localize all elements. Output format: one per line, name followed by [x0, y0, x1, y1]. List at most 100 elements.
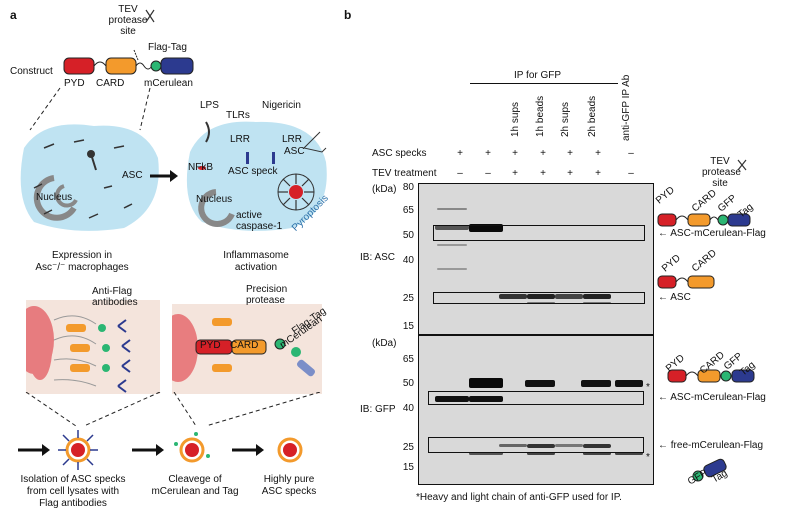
- flag-tag-label: Flag-Tag: [148, 42, 187, 53]
- tev-lane4: +: [540, 168, 546, 179]
- blot1-band-lane1-38: [437, 268, 467, 270]
- nigericin-label: Nigericin: [262, 100, 301, 111]
- marker2-50: 50: [402, 378, 414, 389]
- step1-l1: Isolation of ASC specks: [20, 474, 126, 485]
- blot1-arrow-asc-mcerulean: ← ASC-mCerulean-Flag: [658, 228, 766, 239]
- asc-label-2: ASC: [284, 146, 305, 157]
- zoom-pyd-label: PYD: [200, 340, 221, 351]
- tev-lane2: –: [485, 168, 491, 179]
- legend-full-construct: [657, 213, 751, 227]
- cell1-asc-label: ASC: [122, 170, 143, 181]
- legend-free-gfp-tag: [692, 458, 727, 482]
- zoom-lines: [29, 87, 151, 131]
- blot-gfp: [418, 335, 654, 485]
- precision-l1: Precision: [246, 284, 288, 295]
- tev-site-l3: site: [120, 26, 136, 37]
- tev-site-label: TEV protease site: [108, 4, 148, 37]
- pyd-domain: [63, 57, 95, 75]
- asc-specks-lane5: +: [567, 148, 573, 159]
- panel-b-letter: b: [344, 8, 352, 22]
- anti-flag-l2: antibodies: [92, 297, 138, 308]
- footnote: *Heavy and light chain of anti-GFP used …: [416, 492, 622, 503]
- lane-label-2h-beads: 2h beads: [587, 95, 598, 137]
- marker-50: 50: [402, 230, 414, 241]
- speck-zoom-antibody: [26, 300, 160, 394]
- blot2-box-asc-mcerulean: [428, 391, 644, 405]
- legend-tev-site: TEV protease site: [702, 156, 741, 189]
- kda-label-1: (kDa): [372, 184, 397, 195]
- blot2-band-lane4-27: [527, 444, 555, 448]
- blot2-band-lane4-50: [525, 380, 555, 387]
- blot1-band-lane3-25: [499, 294, 527, 299]
- lane-label-anti-gfp: anti-GFP IP Ab: [621, 74, 632, 141]
- anti-flag-label: Anti-Flag antibodies: [92, 286, 138, 308]
- speck-zoom-lines: [25, 392, 321, 427]
- lrr-label-2: LRR: [282, 134, 303, 145]
- speck-zoom-protease: [172, 304, 322, 394]
- precision-l2: protease: [246, 295, 285, 306]
- caption-inflammasome: Inflammasome activation: [196, 250, 316, 274]
- construct-label: Construct: [10, 66, 53, 77]
- tev-lane5: +: [567, 168, 573, 179]
- tev-lane7: –: [628, 168, 634, 179]
- tev-lane6: +: [595, 168, 601, 179]
- kda-label-2: (kDa): [372, 338, 397, 349]
- blot2-band-lane7-50: [615, 380, 643, 387]
- blot1-band-lane1-50: [435, 225, 469, 230]
- active-caspase-l1: active: [236, 210, 263, 221]
- arrow-right-icon: [150, 170, 178, 182]
- nucleus-label-2: Nucleus: [196, 194, 233, 205]
- blot2-band-lane3-27: [499, 444, 527, 447]
- ib-asc-label: IB: ASC: [360, 252, 396, 263]
- asc-specks-lane3: +: [512, 148, 518, 159]
- blot2-band-lane6-50: [581, 380, 611, 387]
- legend-scissors-icon: [737, 159, 747, 171]
- blot1-box-asc: [433, 292, 645, 304]
- card-domain: [105, 57, 137, 75]
- asc-specks-lane4: +: [540, 148, 546, 159]
- blot2-box-free-mcerulean: [428, 437, 644, 453]
- blot1-band-lane4-25: [527, 294, 555, 299]
- marker2-25: 25: [402, 442, 414, 453]
- marker-65: 65: [402, 205, 414, 216]
- blot-asc: [418, 183, 654, 335]
- blot1-band-lane1-45: [437, 244, 467, 246]
- step2-l1: Cleavege of: [168, 474, 222, 485]
- asc-specks-lane7: –: [628, 148, 634, 159]
- blot1-arrow2-text: ASC: [670, 292, 691, 303]
- tev-site-l1: TEV: [118, 4, 138, 15]
- construct-pyd-label: PYD: [64, 78, 85, 89]
- blot2-band-lane6-27: [583, 444, 611, 448]
- blot1-arrow1-text: ASC-mCerulean-Flag: [670, 228, 766, 239]
- scissors-icon: [145, 9, 155, 23]
- active-caspase-l2: caspase-1: [236, 221, 283, 232]
- blot2-band-lane4-23: [527, 452, 555, 455]
- caption-expression-l2: Asc⁻/⁻ macrophages: [35, 262, 129, 273]
- tev-treatment-row-label: TEV treatment: [372, 168, 437, 179]
- blot1-band-lane1-65: [437, 208, 467, 210]
- marker-40: 40: [402, 255, 414, 266]
- blot2-band-lane5-27: [555, 444, 583, 447]
- blot2-band-lane6-23: [583, 452, 611, 455]
- caption-expression: Expression in Asc⁻/⁻ macrophages: [22, 250, 142, 274]
- step3-l1: Highly pure: [263, 474, 315, 485]
- step1-l3: Flag antibodies: [39, 498, 107, 509]
- zoom-card-label: CARD: [230, 340, 259, 351]
- legend-tev-l2: protease: [702, 167, 741, 178]
- legend-full-construct-2: [667, 369, 755, 383]
- lrr-label-1: LRR: [230, 134, 251, 145]
- marker2-15: 15: [402, 462, 414, 473]
- tlrs-label: TLRs: [226, 110, 250, 121]
- blot2-band-lane2-23: [469, 452, 503, 455]
- tev-site-l2: protease: [108, 15, 148, 26]
- cell1-nucleus-label: Nucleus: [36, 192, 73, 203]
- asc-specks-row-label: ASC specks: [372, 148, 427, 159]
- gfp-circle: [150, 60, 162, 72]
- marker-25: 25: [402, 293, 414, 304]
- step3-caption: Highly pure ASC specks: [244, 474, 334, 498]
- lps-label: LPS: [200, 100, 219, 111]
- construct-mcerulean-label: mCerulean: [144, 78, 193, 89]
- cell-inflammasome: [186, 121, 327, 231]
- blot1-band-lane6-25: [583, 294, 611, 299]
- active-caspase-label: active caspase-1: [236, 210, 282, 232]
